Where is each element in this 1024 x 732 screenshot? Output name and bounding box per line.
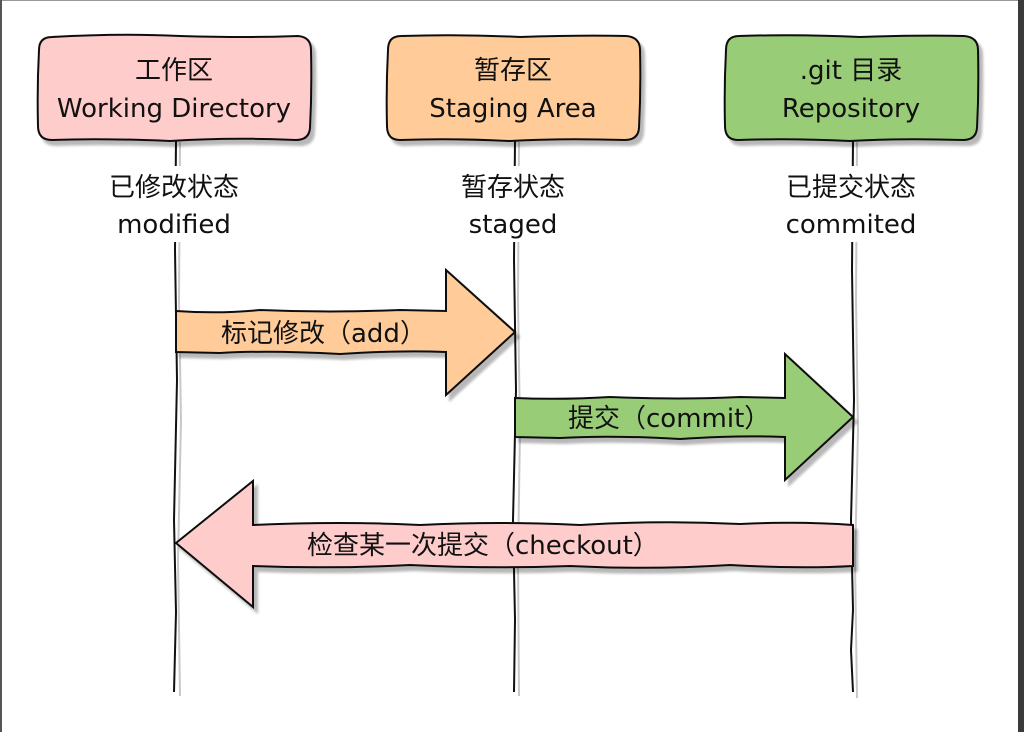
participant-title-en: Repository — [782, 94, 920, 124]
participant-working-directory: 工作区 Working Directory — [36, 33, 313, 143]
message-label: 提交（commit） — [568, 404, 770, 434]
state-cn: 已修改状态 — [109, 173, 239, 203]
state-cn: 已提交状态 — [786, 173, 916, 203]
state-en: staged — [469, 210, 558, 240]
state-label-commited: 已提交状态 commited — [770, 166, 936, 242]
message-label: 检查某一次提交（checkout） — [307, 531, 659, 561]
arrow-shape — [514, 351, 855, 483]
lifeline-repo — [849, 139, 860, 699]
arrow-shape — [175, 267, 517, 398]
arrow-shape — [174, 478, 854, 610]
window-frame-right — [1018, 0, 1024, 732]
state-cn: 暂存状态 — [461, 173, 565, 203]
participant-repository: .git 目录 Repository — [723, 34, 980, 143]
state-en: commited — [786, 210, 917, 240]
state-label-staged: 暂存状态 staged — [448, 166, 582, 242]
message-commit-arrow: 提交（commit） — [514, 351, 855, 483]
participant-title-en: Staging Area — [429, 94, 596, 124]
window-frame-left — [0, 0, 2, 732]
participant-box — [385, 34, 642, 143]
participant-staging-area: 暂存区 Staging Area — [385, 34, 642, 143]
participant-title-en: Working Directory — [57, 94, 291, 124]
participant-box — [723, 34, 980, 143]
state-label-modified: 已修改状态 modified — [92, 166, 260, 242]
message-label: 标记修改（add） — [221, 319, 426, 349]
state-en: modified — [117, 210, 231, 240]
participant-title-cn: 工作区 — [135, 56, 213, 86]
participant-box — [36, 33, 313, 143]
message-checkout-arrow: 检查某一次提交（checkout） — [174, 478, 854, 610]
participant-title-cn: 暂存区 — [474, 56, 552, 86]
window-frame-top — [0, 0, 1024, 1]
message-add-arrow: 标记修改（add） — [175, 267, 517, 398]
participant-title-cn: .git 目录 — [800, 56, 902, 86]
